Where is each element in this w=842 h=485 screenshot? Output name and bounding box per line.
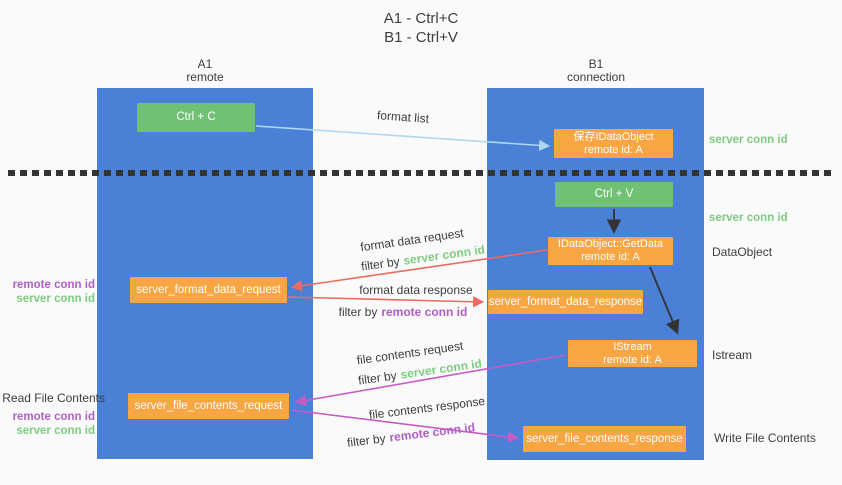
label-format-data-response: format data response [359,283,473,297]
label-remote-conn-id-2: remote conn id [12,411,95,423]
node-server-file-contents-response: server_file_contents_response [523,426,686,452]
arrow-format-data-request [290,249,548,292]
node-idataobject-getdata-line2: remote id: A [581,251,640,263]
node-istream-line2: remote id: A [603,353,662,366]
lane-a1-id: A1 [197,57,213,71]
label-server-conn-id-mid: server conn id [709,212,788,224]
node-server-format-data-response: server_format_data_response [488,290,643,314]
node-idataobject-getdata: IDataObject::GetData remote id: A [548,237,673,265]
remote-conn-id-text: remote conn id [381,305,468,319]
label-istream: Istream [712,348,753,362]
node-save-idataobject-line1: 保存IDataObject [573,130,654,143]
diagram-title: A1 - Ctrl+C B1 - Ctrl+V [0,9,842,47]
node-server-file-contents-response-label: server_file_contents_response [526,432,683,445]
label-server-conn-id-top: server conn id [709,134,788,146]
node-ctrl-v-label: Ctrl + V [594,188,634,200]
lane-a1-name: remote [186,70,224,84]
lane-header-b1: B1 connection [526,58,666,84]
node-save-idataobject-line2: remote id: A [584,143,643,156]
arrow-file-contents-response [290,409,520,443]
label-server-conn-id-2: server conn id [16,425,95,437]
label-server-conn-id-1: server conn id [16,293,95,305]
lane-header-a1: A1 remote [135,58,275,84]
node-server-format-data-request-label: server_format_data_request [136,283,281,296]
node-istream: IStream remote id: A [568,340,697,367]
node-ctrl-v: Ctrl + V [555,182,673,207]
filter-by-text: filter by [338,305,378,319]
node-server-format-data-request: server_format_data_request [130,277,287,303]
node-server-file-contents-request: server_file_contents_request [128,393,289,419]
label-read-file-contents: Read File Contents [2,391,105,405]
arrow-file-contents-request [294,354,567,406]
arrow-format-list [255,125,551,151]
node-server-format-data-response-label: server_format_data_response [488,295,643,308]
node-server-file-contents-request-label: server_file_contents_request [134,399,283,412]
node-ctrl-c-label: Ctrl + C [176,111,216,123]
arrow-getdata-to-istream [649,266,680,335]
title-line-b1: B1 - Ctrl+V [384,29,458,46]
lane-b1-name: connection [566,70,626,84]
node-istream-line1: IStream [613,340,652,353]
label-dataobject: DataObject [712,245,773,259]
lane-b1-id: B1 [588,57,604,71]
node-save-idataobject: 保存IDataObject remote id: A [554,129,673,158]
node-ctrl-c: Ctrl + C [137,103,255,132]
node-idataobject-getdata-line1: IDataObject::GetData [557,238,664,250]
label-remote-conn-id-1: remote conn id [12,279,95,291]
arrow-format-data-response [287,296,485,308]
title-line-a1: A1 - Ctrl+C [383,10,459,27]
label-write-file-contents: Write File Contents [714,431,816,445]
